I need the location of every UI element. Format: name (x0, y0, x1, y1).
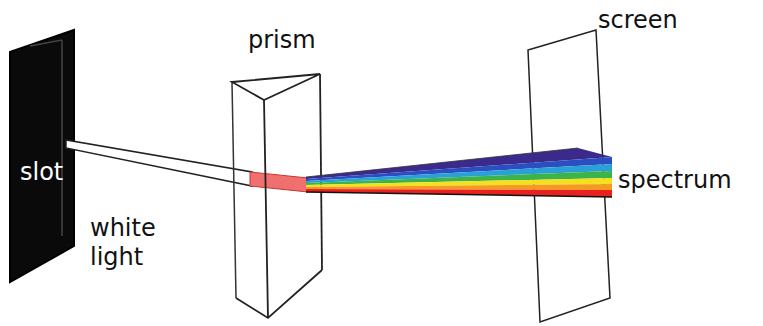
spectrum-edge (306, 148, 578, 177)
slot-frame (61, 40, 63, 236)
white-light-beam (66, 140, 252, 186)
part-label: screen (598, 6, 678, 35)
prism-edge (232, 82, 236, 298)
slot-frame (30, 40, 62, 46)
prism-edge (264, 100, 268, 318)
spectrum-band (306, 184, 612, 190)
prism-bottom (236, 270, 322, 318)
prism-top (232, 74, 320, 100)
part-label: spectrum (618, 166, 732, 195)
prism-edge (320, 74, 322, 270)
spectrum-edge (306, 192, 612, 197)
refracted-ray (250, 172, 308, 192)
part-label: white light (90, 214, 180, 272)
part-label: prism (248, 26, 316, 55)
slot-panel (10, 30, 74, 282)
part-label: slot (20, 158, 63, 187)
spectrum-band (306, 189, 612, 197)
